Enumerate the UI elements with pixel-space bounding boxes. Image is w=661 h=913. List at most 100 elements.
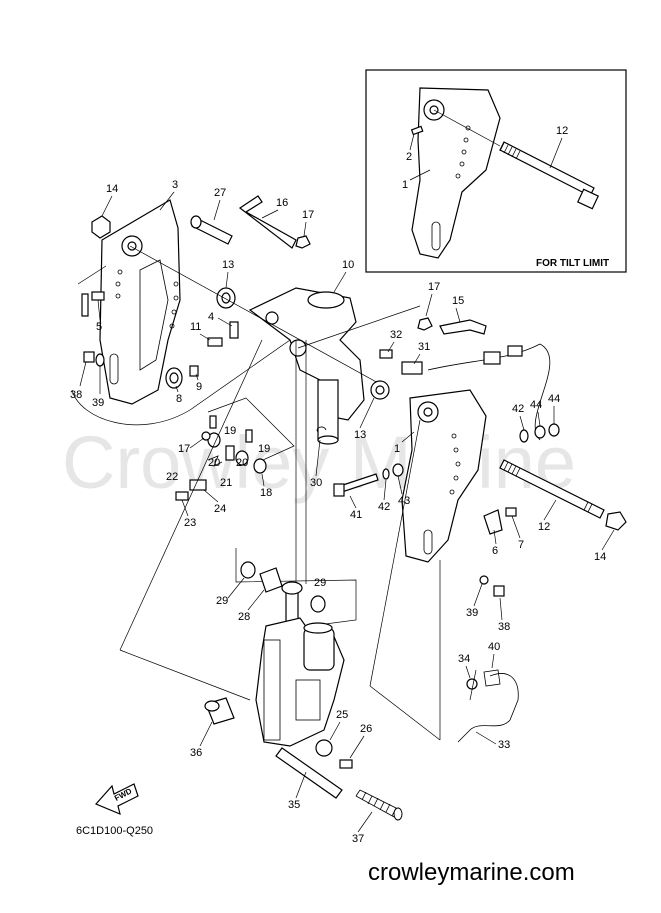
leader: [425, 293, 433, 317]
assembly-lines: [119, 339, 441, 741]
leader: [303, 221, 307, 237]
leader: [315, 439, 321, 477]
swivel-column: [317, 379, 339, 441]
callout: 17: [302, 209, 314, 221]
bushing-part: [310, 595, 326, 613]
callout: 27: [214, 187, 226, 199]
site-url: crowleymarine.com: [368, 859, 575, 886]
pin-35-part: [275, 747, 343, 799]
callout: 19: [258, 443, 270, 455]
callout: 28: [238, 611, 250, 623]
right-bracket-part: [401, 389, 487, 563]
leader: [349, 735, 365, 759]
leader: [227, 577, 245, 599]
callout: 4: [208, 311, 214, 323]
callout: 29: [314, 577, 326, 589]
left-clamp-bracket: [99, 199, 181, 405]
leader: [357, 811, 373, 833]
inset-leader: [409, 133, 415, 151]
axis-line: [129, 245, 381, 385]
leader: [519, 415, 525, 431]
hose-fitting: [483, 669, 501, 687]
callout: 1: [394, 443, 400, 455]
bolt-part: [493, 585, 505, 597]
inset-slot: [431, 221, 441, 251]
leader: [537, 411, 541, 427]
bushing-end: [204, 700, 220, 712]
leader: [473, 583, 483, 607]
diagram-code: 6C1D100-Q250: [76, 825, 153, 837]
bolt-part: [175, 491, 189, 501]
callout: 43: [398, 495, 410, 507]
spring-37-part: [355, 789, 403, 821]
nut-part: [417, 317, 433, 331]
pin-part: [225, 445, 235, 461]
callout: 26: [360, 723, 372, 735]
ram-top-part: [281, 581, 303, 595]
callout: 40: [488, 641, 500, 653]
left-bracket-slot: [109, 353, 119, 385]
callout: 10: [342, 259, 354, 271]
leader: [359, 397, 375, 429]
callout: 33: [498, 739, 510, 751]
pin-part: [229, 321, 239, 339]
inset-frame: [365, 69, 627, 273]
lever-part: [439, 319, 487, 335]
bushing-part: [253, 458, 267, 474]
trim-cylinder-part: [263, 639, 281, 741]
leader: [295, 771, 307, 799]
leader: [101, 195, 113, 217]
leader: [225, 271, 229, 289]
callout: 36: [190, 747, 202, 759]
callout: 31: [418, 341, 430, 353]
inset-callout: 2: [406, 151, 412, 163]
callout: 6: [492, 545, 498, 557]
callout: 41: [350, 509, 362, 521]
assembly-outline: [71, 265, 291, 426]
callout: 9: [196, 381, 202, 393]
clip-part: [316, 426, 327, 433]
callout: 29: [216, 595, 228, 607]
leader: [159, 191, 175, 211]
leader: [261, 473, 265, 487]
leader: [493, 529, 497, 545]
inset-callout: 12: [556, 125, 568, 137]
bushing-part: [240, 561, 256, 579]
washer-part: [548, 423, 560, 437]
clamp-part: [466, 678, 478, 690]
callout: 35: [288, 799, 300, 811]
spring-part: [207, 455, 223, 467]
right-bracket-slot: [423, 529, 433, 555]
connector-part: [507, 345, 523, 357]
callout: 13: [222, 259, 234, 271]
callout: 30: [310, 477, 322, 489]
leader: [217, 317, 233, 327]
leader: [455, 307, 461, 323]
leader: [349, 495, 357, 509]
leader: [189, 437, 205, 449]
callout: 38: [498, 621, 510, 633]
bushing-inner: [169, 372, 179, 384]
callout: 38: [70, 389, 82, 401]
callout: 39: [92, 397, 104, 409]
callout: 20: [236, 457, 248, 469]
inset-pin-part: [410, 125, 424, 136]
callout: 14: [106, 183, 118, 195]
inset-tilt-shaft-part: [499, 141, 595, 197]
leader: [499, 597, 503, 621]
bolt-part: [379, 349, 393, 359]
bolt-part: [91, 291, 105, 301]
spacer-part: [315, 739, 333, 757]
callout: 25: [336, 709, 348, 721]
connector-part: [483, 351, 501, 365]
callout: 42: [378, 501, 390, 513]
inset-title: FOR TILT LIMIT: [536, 258, 609, 269]
pin-part: [245, 429, 253, 443]
inset-nut-part: [576, 188, 600, 210]
subgroup-outline: [235, 548, 357, 627]
spacer-part: [259, 567, 283, 593]
swivel-bracket-body: [248, 287, 365, 421]
callout: 14: [594, 551, 606, 563]
callout: 37: [352, 833, 364, 845]
trim-motor-top: [303, 622, 333, 634]
